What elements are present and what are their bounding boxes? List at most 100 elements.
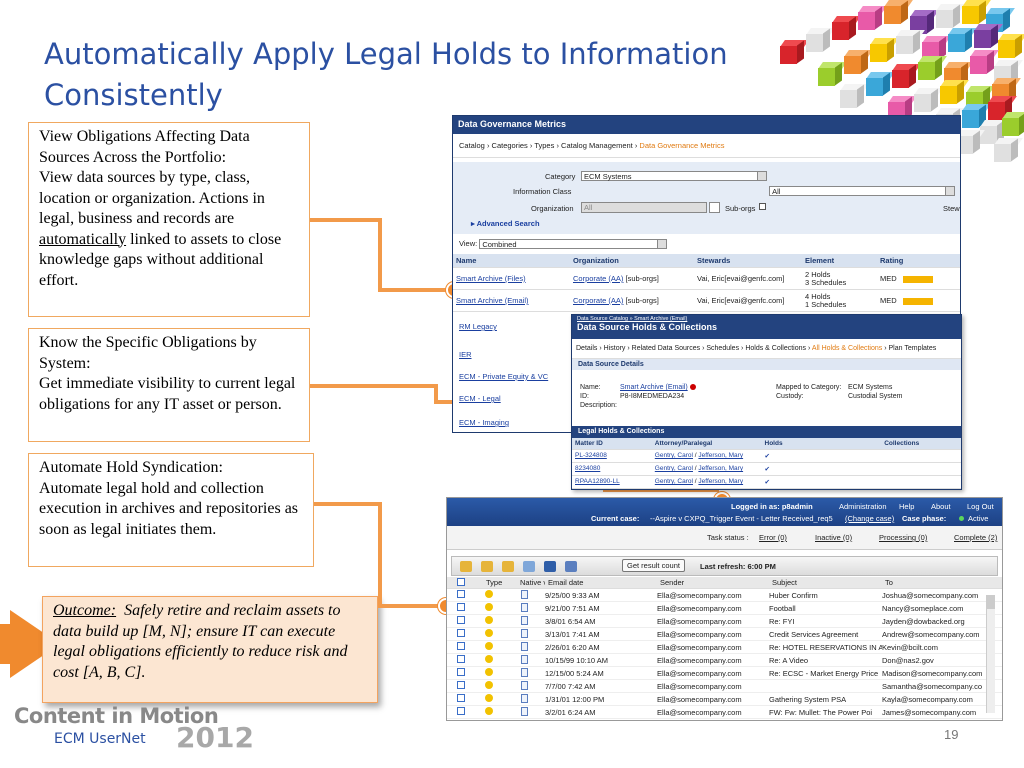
window-icon[interactable]	[565, 561, 577, 572]
col-type[interactable]: Type	[486, 578, 503, 587]
tab-history[interactable]: History	[603, 345, 626, 352]
tab-details[interactable]: Details	[576, 345, 598, 352]
tab-plan-templates[interactable]: Plan Templates	[888, 345, 937, 352]
suborgs-checkbox[interactable]	[759, 203, 766, 210]
row-checkbox[interactable]	[457, 629, 465, 637]
row-checkbox[interactable]	[457, 603, 465, 611]
native-doc-icon[interactable]	[521, 693, 528, 703]
row-name[interactable]: ECM - Legal	[459, 394, 501, 404]
crumb-types[interactable]: Types	[534, 141, 555, 150]
get-result-count-button[interactable]: Get result count	[622, 559, 685, 572]
col-name[interactable]: Name	[456, 256, 477, 266]
table-row[interactable]: Smart Archive (Email) Corporate (AA) [su…	[453, 290, 960, 313]
mail-icon[interactable]	[523, 561, 535, 572]
row-name[interactable]: Smart Archive (Email)	[456, 296, 529, 306]
matter-id[interactable]: RPAA12890-LL	[575, 478, 620, 485]
col-sender[interactable]: Sender	[660, 578, 685, 587]
col-subject[interactable]: Subject	[772, 578, 798, 587]
help-link[interactable]: Help	[899, 502, 915, 511]
native-doc-icon[interactable]	[521, 680, 528, 690]
info-class-select[interactable]: All	[769, 186, 956, 197]
row-checkbox[interactable]	[457, 694, 465, 702]
row-name[interactable]: IER	[459, 350, 472, 360]
row-checkbox[interactable]	[457, 668, 465, 676]
holds-crumb[interactable]: Data Source Catalog » Smart Archive (Ema…	[577, 316, 688, 322]
row-checkbox[interactable]	[457, 616, 465, 624]
col-collections[interactable]: Collections	[884, 440, 920, 447]
col-rating[interactable]: Rating	[880, 256, 904, 266]
row-name[interactable]: RM Legacy	[459, 322, 497, 332]
row-name[interactable]: ECM - Imaging	[459, 418, 510, 428]
scrollbar[interactable]	[986, 595, 995, 713]
col-stewards[interactable]: Stewards	[697, 256, 731, 266]
matter-id[interactable]: 8234080	[575, 465, 601, 472]
tab-schedules[interactable]: Schedules	[706, 345, 740, 352]
row-name[interactable]: ECM - Private Equity & VC	[459, 372, 549, 382]
native-doc-icon[interactable]	[521, 706, 528, 716]
row-checkbox[interactable]	[457, 655, 465, 663]
matter-id[interactable]: PL-324808	[575, 452, 607, 459]
status-complete[interactable]: Complete (2)	[954, 533, 998, 542]
folder-new-icon[interactable]	[502, 561, 514, 572]
row-checkbox[interactable]	[457, 681, 465, 689]
col-email-date[interactable]: Email date	[548, 578, 584, 587]
crumb-categories[interactable]: Categories	[491, 141, 528, 150]
print-icon[interactable]	[544, 561, 556, 572]
col-native[interactable]: Native v	[520, 578, 545, 587]
tab-all-holds[interactable]: All Holds & Collections	[811, 345, 883, 352]
tab-holds[interactable]: Holds & Collections	[745, 345, 807, 352]
col-attorney[interactable]: Attorney/Paralegal	[654, 440, 713, 447]
change-case-link[interactable]: (Change case)	[845, 514, 895, 523]
category-select[interactable]: ECM Systems	[581, 171, 767, 182]
logout-link[interactable]: Log Out	[967, 502, 994, 511]
status-processing[interactable]: Processing (0)	[879, 533, 928, 542]
native-doc-icon[interactable]	[521, 628, 528, 638]
row-name[interactable]: Smart Archive (Files)	[456, 274, 526, 284]
crumb-catalog-mgmt[interactable]: Catalog Management	[561, 141, 633, 150]
org-input[interactable]: All	[581, 202, 707, 213]
name-value[interactable]: Smart Archive (Email)	[620, 384, 688, 391]
col-element[interactable]: Element	[805, 256, 835, 266]
about-link[interactable]: About	[931, 502, 951, 511]
row-checkbox[interactable]	[457, 707, 465, 715]
col-to[interactable]: To	[885, 578, 893, 587]
native-doc-icon[interactable]	[521, 615, 528, 625]
native-doc-icon[interactable]	[521, 602, 528, 612]
view-select[interactable]: Combined	[479, 239, 668, 250]
row-checkbox[interactable]	[457, 642, 465, 650]
table-row[interactable]: Smart Archive (Files) Corporate (AA) [su…	[453, 268, 960, 291]
native-doc-icon[interactable]	[521, 667, 528, 677]
crumb-governance[interactable]: Data Governance Metrics	[639, 141, 725, 150]
advanced-search-link[interactable]: ▸ Advanced Search	[471, 219, 540, 228]
folder-move-icon[interactable]	[481, 561, 493, 572]
status-error[interactable]: Error (0)	[759, 533, 787, 542]
crumb-catalog[interactable]: Catalog	[459, 141, 485, 150]
tab-related[interactable]: Related Data Sources	[631, 345, 701, 352]
select-all-checkbox[interactable]	[457, 577, 465, 586]
col-matter[interactable]: Matter ID	[575, 440, 603, 447]
col-holds[interactable]: Holds	[764, 440, 783, 447]
status-inactive[interactable]: Inactive (0)	[815, 533, 853, 542]
native-doc-icon[interactable]	[521, 641, 528, 651]
admin-link[interactable]: Administration	[839, 502, 887, 511]
col-organization[interactable]: Organization	[573, 256, 619, 266]
folder-open-icon[interactable]	[460, 561, 472, 572]
native-doc-icon[interactable]	[521, 589, 528, 599]
outcome-arrow-tail	[0, 624, 10, 664]
row-checkbox[interactable]	[457, 590, 465, 598]
org-search-icon[interactable]	[709, 202, 720, 213]
native-doc-icon[interactable]	[521, 654, 528, 664]
